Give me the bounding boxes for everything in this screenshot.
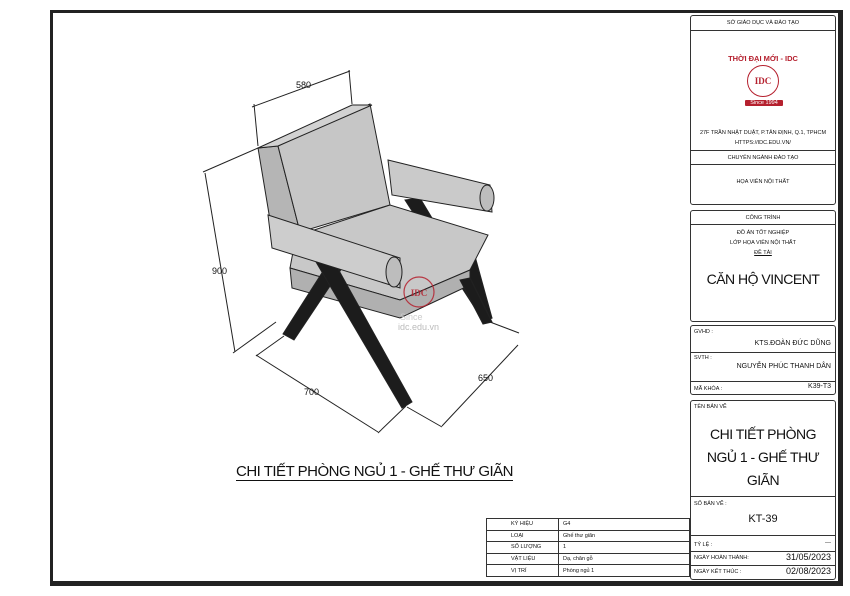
dim-line-depth — [255, 354, 379, 433]
sheet-name: CHI TIẾT PHÒNG NGỦ 1 - GHẾ THƯ GIÃN — [706, 426, 820, 488]
watermark-logo: IDC — [403, 276, 435, 308]
sheet-number: KT-39 — [748, 513, 778, 525]
project-box: CÔNG TRÌNH ĐỒ ÁN TỐT NGHIỆP LỚP HỌA VIÊN… — [690, 210, 836, 322]
dim-side: 650 — [478, 373, 494, 383]
topic-label: ĐỀ TÀI — [754, 250, 772, 256]
course: K39-T3 — [808, 383, 831, 390]
dim-line-width — [251, 70, 351, 108]
school-box: SỞ GIÁO DỤC VÀ ĐÀO TẠO THỜI ĐẠI MỚI - ID… — [690, 15, 836, 205]
department: SỞ GIÁO DỤC VÀ ĐÀO TẠO — [726, 20, 800, 26]
dim-height: 900 — [212, 266, 228, 276]
people-box: GVHD : KTS.ĐOÀN ĐỨC DŨNG SVTH : NGUYỄN P… — [690, 325, 836, 395]
watermark-text: idc.edu.vn — [398, 322, 440, 332]
completed-date: 31/05/2023 — [785, 552, 831, 562]
class: LỚP HỌA VIÊN NỘI THẤT — [730, 240, 796, 246]
school-name: THỜI ĐẠI MỚI - IDC — [728, 54, 798, 63]
dim-depth: 700 — [304, 387, 320, 397]
major: HỌA VIÊN NỘI THẤT — [736, 179, 790, 185]
sheet-box: TÊN BẢN VẼ CHI TIẾT PHÒNG NGỦ 1 - GHẾ TH… — [690, 400, 836, 580]
chair — [257, 103, 495, 409]
idc-logo: IDC — [747, 65, 779, 97]
student: NGUYỄN PHÚC THANH DÂN — [736, 363, 831, 370]
scale: --- — [825, 540, 831, 546]
drawing-caption: CHI TIẾT PHÒNG NGỦ 1 - GHẾ THƯ GIÃN — [236, 463, 514, 481]
dim-width: 580 — [296, 80, 312, 90]
website: HTTPS://IDC.EDU.VN/ — [735, 140, 791, 146]
left-armrest — [267, 214, 401, 289]
since-badge: Since 1994 — [745, 100, 783, 106]
major-label: CHUYÊN NGÀNH ĐÀO TẠO — [727, 155, 799, 161]
project-name: CĂN HỘ VINCENT — [706, 271, 820, 287]
chair-drawing: IDC — [202, 69, 520, 434]
project-label: CÔNG TRÌNH — [745, 215, 781, 221]
end-date: 02/08/2023 — [785, 566, 831, 576]
advisor: KTS.ĐOÀN ĐỨC DŨNG — [754, 340, 831, 347]
dim-line-height — [204, 172, 236, 353]
svg-text:IDC: IDC — [411, 288, 428, 298]
dim-line-side — [441, 344, 519, 427]
sheet-frame — [50, 10, 843, 586]
watermark-since: Since — [400, 312, 423, 322]
project-type: ĐỒ ÁN TỐT NGHIỆP — [736, 230, 790, 236]
address: 27F TRẦN NHẬT DUẬT, P.TÂN ĐỊNH, Q.1, TPH… — [699, 130, 827, 136]
title-block: SỞ GIÁO DỤC VÀ ĐÀO TẠO THỜI ĐẠI MỚI - ID… — [690, 15, 836, 580]
right-armrest — [387, 159, 493, 213]
